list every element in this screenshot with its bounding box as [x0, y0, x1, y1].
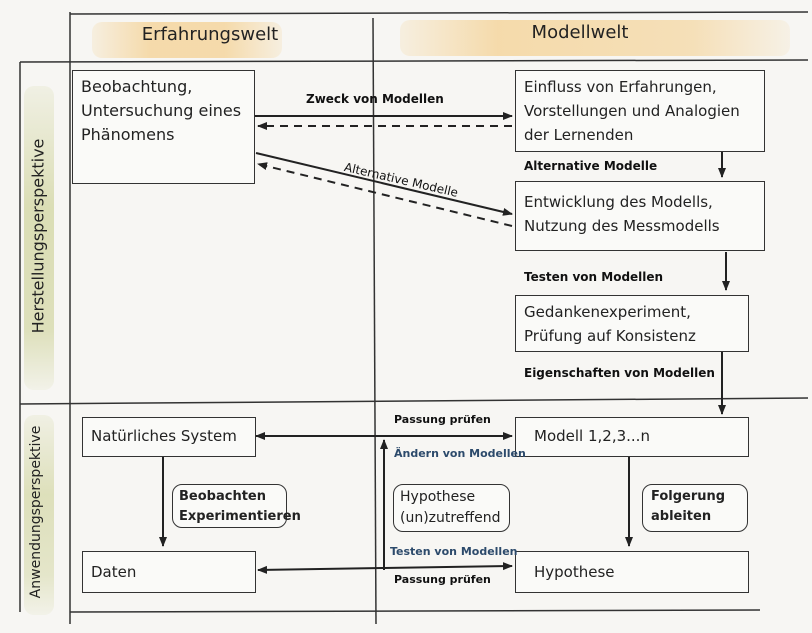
box-beobachten: Beobachten Experimentieren: [172, 484, 301, 528]
box-beobachtung-line-1: Beobachtung,: [81, 77, 193, 96]
header-highlight-left: [92, 22, 282, 58]
side-highlight-bottom: [24, 415, 54, 615]
box-hypothese: Hypothese: [515, 551, 749, 593]
label-testen-blue: Testen von Modellen: [390, 545, 518, 558]
label-passung-top: Passung prüfen: [394, 413, 491, 426]
box-beobachtung-line-2: Untersuchung eines: [81, 101, 242, 120]
box-folgerung-line-2: ableiten: [651, 509, 712, 524]
arrow-hypothese-daten: [257, 565, 385, 574]
box-entwicklung-line-2: Nutzung des Messmodells: [524, 217, 720, 235]
box-entwicklung-line-1: Entwicklung des Modells,: [524, 193, 713, 211]
box-einfluss-line-1: Einfluss von Erfahrungen,: [524, 78, 717, 96]
box-beobachten-line-2: Experimentieren: [179, 509, 301, 524]
box-hypothese-zutreffend-line-2: (un)zutreffend: [400, 510, 501, 526]
box-einfluss-line-3: der Lernenden: [524, 126, 634, 144]
box-natuerliches-system: Natürliches System: [82, 417, 256, 457]
side-label-herstellung: Herstellungsperspektive: [28, 138, 48, 334]
box-einfluss: Einfluss von Erfahrungen, Vorstellungen …: [515, 70, 765, 152]
arrow-daten-hypothese: [383, 562, 513, 571]
label-eigenschaften: Eigenschaften von Modellen: [524, 366, 715, 380]
header-highlight-right: [400, 20, 790, 56]
box-modell: Modell 1,2,3...n: [515, 417, 749, 457]
side-highlight-top: [24, 86, 54, 390]
box-folgerung-line-1: Folgerung: [651, 489, 726, 504]
box-beobachtung: Beobachtung, Untersuchung eines Phänomen…: [72, 70, 255, 184]
header-modellwelt: Modellwelt: [531, 22, 629, 43]
side-label-anwendung: Anwendungsperspektive: [28, 425, 44, 599]
label-alternative: Alternative Modelle: [524, 159, 658, 173]
box-entwicklung: Entwicklung des Modells, Nutzung des Mes…: [515, 181, 765, 251]
grid-lines: [19, 11, 809, 625]
box-hypothese-zutreffend-line-1: Hypothese: [400, 489, 476, 505]
arrow-alternative: [255, 152, 513, 216]
box-einfluss-line-2: Vorstellungen und Analogien: [524, 102, 740, 120]
arrow-alternative-back: [257, 162, 513, 227]
box-hypothese-zutreffend: Hypothese (un)zutreffend: [393, 484, 510, 532]
box-gedanken-line-2: Prüfung auf Konsistenz: [524, 327, 696, 345]
box-folgerung: Folgerung ableiten: [642, 484, 748, 532]
box-beobachten-line-1: Beobachten: [179, 489, 266, 504]
box-gedanken: Gedankenexperiment, Prüfung auf Konsiste…: [515, 295, 749, 352]
box-beobachtung-line-3: Phänomens: [81, 125, 175, 144]
box-gedanken-line-1: Gedankenexperiment,: [524, 303, 691, 321]
box-daten: Daten: [82, 551, 256, 593]
label-testen: Testen von Modellen: [524, 270, 664, 284]
header-erfahrungswelt: Erfahrungswelt: [141, 24, 279, 45]
label-passung-bottom: Passung prüfen: [394, 573, 491, 586]
label-aendern: Ändern von Modellen: [394, 447, 526, 460]
label-zweck: Zweck von Modellen: [306, 92, 444, 106]
